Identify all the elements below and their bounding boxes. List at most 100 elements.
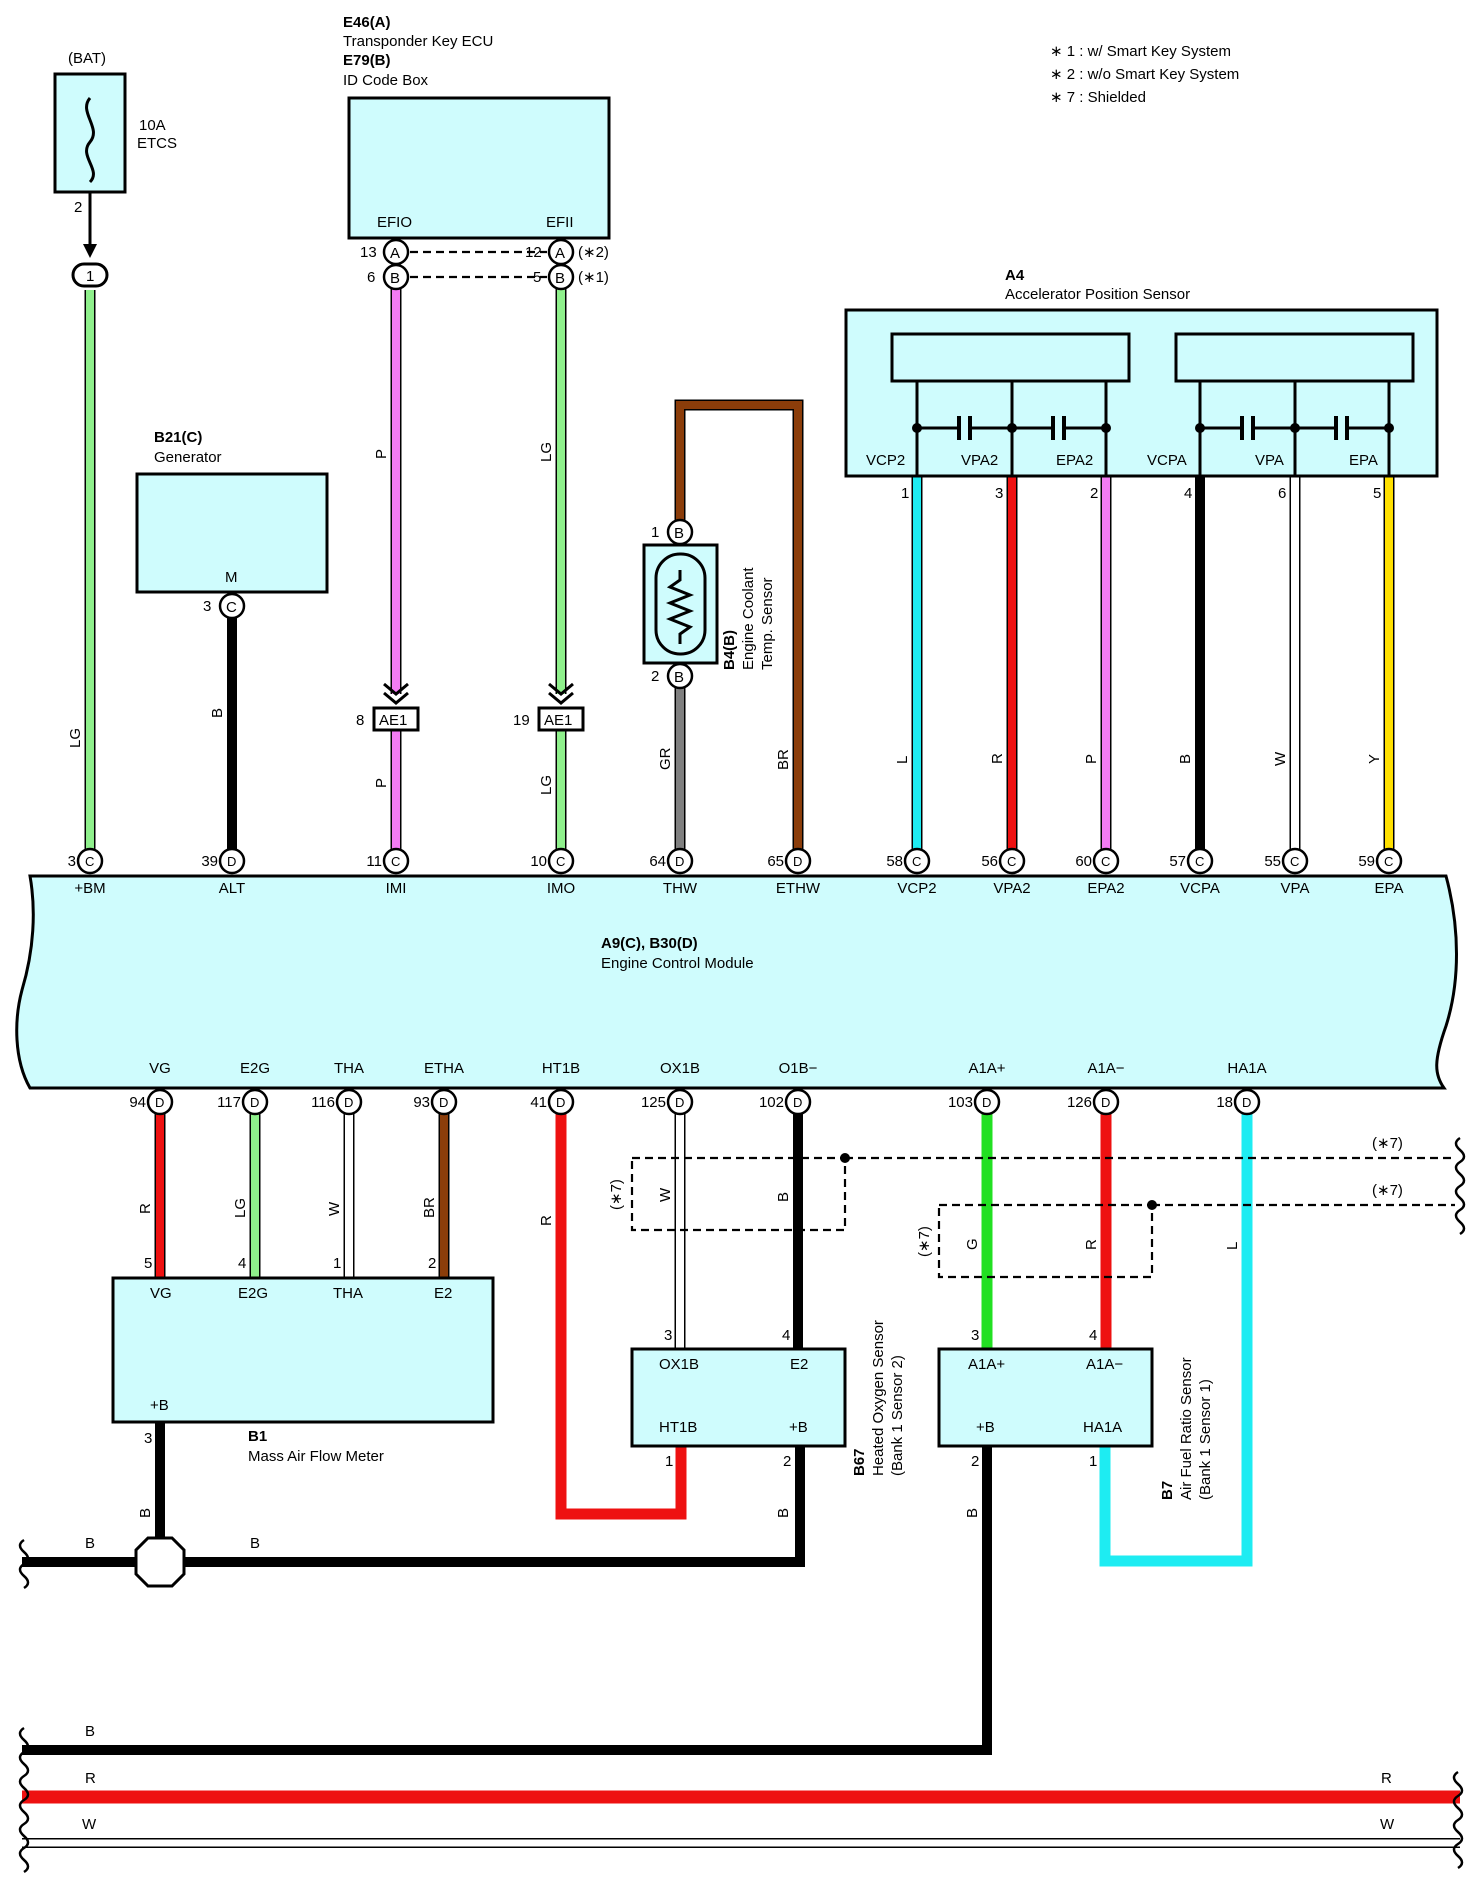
maf-pin-2: 2 xyxy=(428,1255,436,1272)
transponder-code: E46(A) xyxy=(343,14,391,31)
fuse-icon xyxy=(85,97,95,184)
af-pin-3: 3 xyxy=(971,1327,979,1344)
wire-label-gr: GR xyxy=(657,747,674,770)
ecm-pin-letter: D xyxy=(1101,1095,1110,1110)
ecm-pin-letter: D xyxy=(556,1095,565,1110)
accel-term-vpa2: VPA2 xyxy=(961,452,998,469)
wire-labels-upper: LG B P P LG LG GR BR L R P B W Y xyxy=(67,442,1383,795)
ecm-pin-number: 57 xyxy=(1169,853,1186,870)
o2-term-ht1b: HT1B xyxy=(659,1419,697,1436)
accel-pin-6: 6 xyxy=(1278,485,1286,502)
ecm-pin-number: 18 xyxy=(1216,1094,1233,1111)
maf-term-e2g: E2G xyxy=(238,1285,268,1302)
shield-label-af: (∗7) xyxy=(916,1226,933,1257)
ecm-pin-number: 39 xyxy=(201,853,218,870)
junction-imi-arrow-icon xyxy=(383,682,409,705)
af-name1: Air Fuel Ratio Sensor xyxy=(1178,1357,1195,1500)
note-star1: (∗1) xyxy=(578,269,609,286)
af-term-a1a-plus: A1A+ xyxy=(968,1356,1005,1373)
pin-num-12: 12 xyxy=(525,244,542,261)
ecm-pin-letter: C xyxy=(391,854,400,869)
pin-num-5: 5 xyxy=(533,269,541,286)
transponder-box xyxy=(347,96,611,240)
wire-label-p: P xyxy=(373,449,390,459)
o2-pin-1: 1 xyxy=(665,1453,673,1470)
coolant-pin-2 xyxy=(666,662,694,690)
ecm-terminal-label: IMI xyxy=(386,880,407,897)
note-star2: (∗2) xyxy=(578,244,609,261)
accel-pin-5: 5 xyxy=(1373,485,1381,502)
wire-label-b: B xyxy=(1177,754,1194,764)
bat-conn-num: 1 xyxy=(86,268,94,285)
accel-pin-3: 3 xyxy=(995,485,1003,502)
wire-label-b: B xyxy=(85,1535,95,1552)
ecm-pin-number: 65 xyxy=(767,853,784,870)
o2-name2: (Bank 1 Sensor 2) xyxy=(889,1355,906,1476)
thermistor-icon xyxy=(654,552,707,656)
wire-label-lg: LG xyxy=(538,442,555,462)
fuse-amp: 10A xyxy=(139,117,166,134)
o2-term-e2: E2 xyxy=(790,1356,808,1373)
af-term-ha1a: HA1A xyxy=(1083,1419,1122,1436)
ecm-terminal-label: EPA2 xyxy=(1087,880,1124,897)
wire-label-b: B xyxy=(250,1535,260,1552)
coolant-pin1-num: 1 xyxy=(651,524,659,541)
ecm-pin-number: 93 xyxy=(413,1094,430,1111)
accel-pin-4: 4 xyxy=(1184,485,1192,502)
ecm-code: A9(C), B30(D) xyxy=(601,935,698,952)
ecm-pin-letter: C xyxy=(1101,854,1110,869)
capacitor-icons xyxy=(957,416,1349,440)
ecm-terminal-label: IMO xyxy=(547,880,575,897)
ecm-pin-number: 116 xyxy=(311,1094,335,1111)
ecm-terminal-label: THA xyxy=(334,1060,364,1077)
maf-term-e2: E2 xyxy=(434,1285,452,1302)
letter-b-left: B xyxy=(390,270,400,287)
wires xyxy=(22,287,1460,1848)
ecm-pin-letter: C xyxy=(1384,854,1393,869)
maf-pin-5: 5 xyxy=(144,1255,152,1272)
letter-a-right: A xyxy=(555,245,565,262)
maf-term-plus-b: +B xyxy=(150,1397,169,1414)
note-smart-key: ∗ 1 : w/ Smart Key System xyxy=(1050,43,1231,60)
ecm-terminal-label: ETHW xyxy=(776,880,821,897)
wire-label-r: R xyxy=(1083,1239,1100,1250)
af-term-plus-b: +B xyxy=(976,1419,995,1436)
resistor-icon xyxy=(665,570,695,644)
term-efii: EFII xyxy=(546,214,574,231)
junction-imo-arrow-icon xyxy=(548,682,574,705)
ecm-top-pins: C3+BMD39ALTC11IMIC10IMOD64THWD65ETHWC58V… xyxy=(68,847,1403,897)
generator-pin-num: 3 xyxy=(203,598,211,615)
pin-efii-b xyxy=(547,263,575,291)
accel-element-1 xyxy=(890,332,1131,383)
break-right-icon xyxy=(1452,1770,1464,1870)
maf-name: Mass Air Flow Meter xyxy=(248,1448,384,1465)
ecm-terminal-label: A1A+ xyxy=(968,1060,1005,1077)
break-right-icon xyxy=(1454,1136,1466,1236)
generator-pin-letter: C xyxy=(226,599,237,616)
ecm-pin-number: 117 xyxy=(217,1094,241,1111)
accel-term-vpa: VPA xyxy=(1255,452,1284,469)
accel-sensor: A4 Accelerator Position Sensor VCP2 xyxy=(844,267,1439,502)
af-pin-2: 2 xyxy=(971,1453,979,1470)
transponder-ecu: E46(A) Transponder Key ECU E79(B) ID Cod… xyxy=(343,14,611,291)
junction-dots xyxy=(912,423,1394,433)
wire-label-b: B xyxy=(137,1508,154,1518)
ecm-terminal-label: THW xyxy=(663,880,698,897)
wire-label-r: R xyxy=(989,753,1006,764)
junction-imo-pin: 19 xyxy=(513,712,530,729)
junction-imo-box xyxy=(537,706,585,732)
ecm-pin--bm: C3+BM xyxy=(68,847,106,897)
wire-label-lg: LG xyxy=(67,728,84,748)
accel-term-epa2: EPA2 xyxy=(1056,452,1093,469)
ecm-pin-letter: D xyxy=(982,1095,991,1110)
accel-term-vcpa: VCPA xyxy=(1147,452,1187,469)
af-name2: (Bank 1 Sensor 1) xyxy=(1197,1379,1214,1500)
